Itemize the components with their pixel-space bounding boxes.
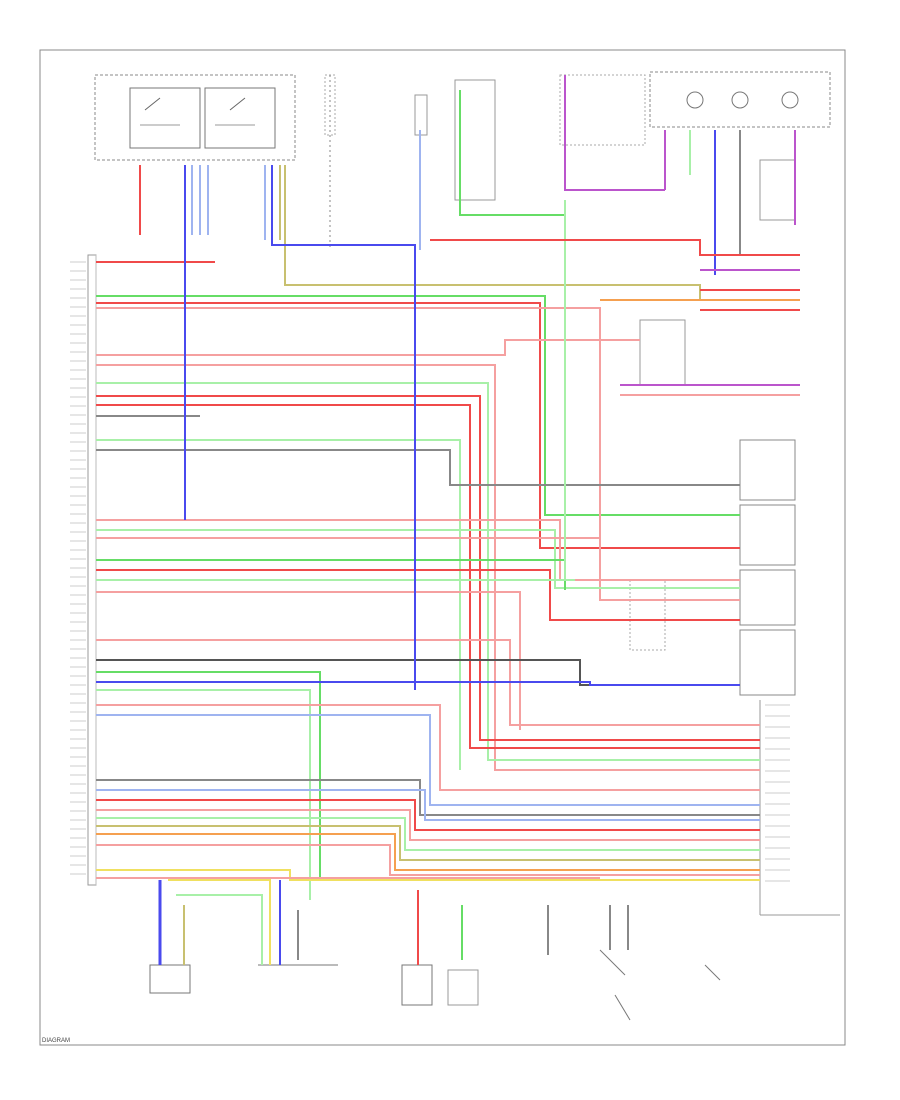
- harness-wire-28: [96, 779, 760, 816]
- diagram-frame: [39, 49, 846, 1046]
- harness-wire-5: [96, 307, 740, 601]
- harness-wire-6: [96, 339, 640, 356]
- harness-wire-29: [96, 789, 760, 821]
- top-center-components: [324, 74, 646, 250]
- harness-wire-26: [96, 704, 760, 791]
- harness-wire-12: [96, 439, 461, 770]
- top-left-module: [94, 74, 296, 161]
- harness-wire-33: [96, 825, 760, 861]
- harness-wire-27: [96, 714, 760, 806]
- wire-red-top: [430, 239, 800, 256]
- harness-wire-25: [96, 689, 311, 900]
- harness-wire-34: [96, 833, 760, 871]
- harness-wire-35: [96, 844, 760, 876]
- harness-wire-23: [96, 671, 321, 880]
- harness-wire-20: [96, 591, 521, 730]
- harness-wire-3: [96, 295, 740, 516]
- harness-wire-2: [284, 165, 800, 301]
- harness-wire-4: [96, 302, 740, 549]
- harness-wire-18: [96, 569, 740, 621]
- harness-wire-7: [96, 364, 760, 771]
- riser-purple-top: [564, 75, 665, 191]
- drop-yellow-bottom: [168, 879, 271, 965]
- ecm-connector: [87, 254, 97, 886]
- harness-wire-32: [96, 817, 760, 851]
- footer-label: DIAGRAM: [42, 1038, 71, 1044]
- drop-lightgreen-bottom: [176, 894, 263, 965]
- harness-wire-13: [96, 449, 740, 486]
- harness-wire-24: [96, 681, 740, 686]
- harness-wire-9: [96, 395, 760, 741]
- riser-blue-center: [271, 165, 416, 690]
- harness-wire-14: [96, 519, 740, 581]
- harness-wire-31: [96, 809, 760, 841]
- riser-green-center: [459, 90, 565, 216]
- harness-wire-10: [96, 404, 760, 749]
- harness-wire-36: [96, 869, 760, 881]
- tick-marks: [70, 261, 790, 882]
- harness-wire-8: [96, 382, 760, 761]
- bottom-components: [149, 914, 840, 1021]
- wire-group: [96, 75, 800, 965]
- harness-wire-30: [96, 799, 760, 831]
